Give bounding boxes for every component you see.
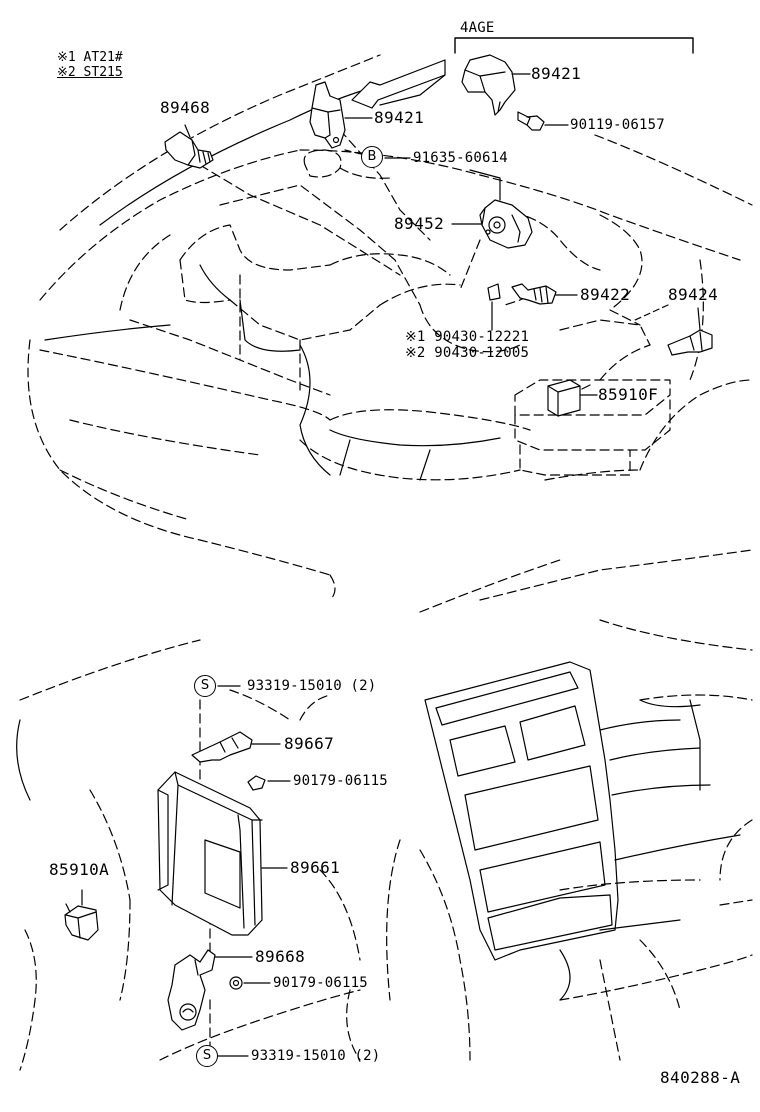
part-label-85910F[interactable]: 85910F	[598, 385, 659, 404]
s-marker-top-icon: S	[194, 675, 216, 697]
engine-bay-solid	[16, 84, 501, 801]
4age-bracket	[454, 37, 694, 54]
part-label-89452[interactable]: 89452	[394, 214, 445, 233]
part-label-89661[interactable]: 89661	[290, 858, 341, 877]
note-2: ※2 ST215	[57, 65, 123, 80]
engine-group-label: 4AGE	[460, 20, 495, 36]
leader-89468	[184, 124, 191, 138]
part-85910A-drawing	[64, 903, 99, 941]
part-label-90179-bot[interactable]: 90179-06115	[273, 975, 368, 991]
part-label-89468[interactable]: 89468	[160, 98, 211, 117]
part-89421-top-drawing	[461, 54, 516, 116]
part-label-91635[interactable]: 91635-60614	[413, 150, 508, 166]
part-85910F-drawing	[547, 379, 581, 417]
part-label-90179-top[interactable]: 90179-06115	[293, 773, 388, 789]
part-label-89668[interactable]: 89668	[255, 947, 306, 966]
s-marker-bot-icon: S	[196, 1045, 218, 1067]
part-89421-mid-drawing	[309, 81, 346, 149]
pointer-arrows	[351, 59, 446, 109]
part-89667-drawing	[191, 731, 253, 763]
part-label-89424[interactable]: 89424	[668, 285, 719, 304]
part-label-85910A[interactable]: 85910A	[49, 860, 110, 879]
part-label-93319-bot[interactable]: 93319-15010 (2)	[251, 1048, 381, 1064]
part-89668-drawing	[167, 949, 216, 1031]
leader-89424	[697, 307, 701, 331]
part-label-89421-mid[interactable]: 89421	[374, 108, 425, 127]
part-label-89421-top[interactable]: 89421	[531, 64, 582, 83]
part-90179-top-drawing	[247, 775, 266, 791]
part-label-89422[interactable]: 89422	[580, 285, 631, 304]
part-90179-bot-drawing	[229, 976, 243, 990]
part-label-93319-top[interactable]: 93319-15010 (2)	[247, 678, 377, 694]
part-89468-drawing	[164, 131, 214, 169]
part-90119-drawing	[517, 111, 545, 131]
part-label-90119[interactable]: 90119-06157	[570, 117, 665, 133]
leader-89424-b	[634, 304, 669, 321]
part-label-89667[interactable]: 89667	[284, 734, 335, 753]
b-marker-icon: B	[361, 146, 383, 168]
part-89452-drawing	[479, 199, 533, 249]
part-89422-drawing	[511, 283, 557, 305]
engine-bay-outline	[27, 54, 753, 601]
note-1: ※1 AT21#	[57, 50, 123, 65]
part-label-90430-1[interactable]: ※1 90430-12221	[405, 329, 530, 345]
leader-91635	[469, 169, 501, 201]
dashboard-outline	[19, 549, 753, 1071]
part-89424-drawing	[667, 329, 713, 356]
part-90430-drawing	[487, 283, 501, 301]
center-console	[424, 661, 741, 1001]
drawing-code: 840288-A	[660, 1068, 741, 1087]
part-label-90430-2[interactable]: ※2 90430-12005	[405, 345, 530, 361]
part-89661-drawing	[157, 771, 263, 936]
